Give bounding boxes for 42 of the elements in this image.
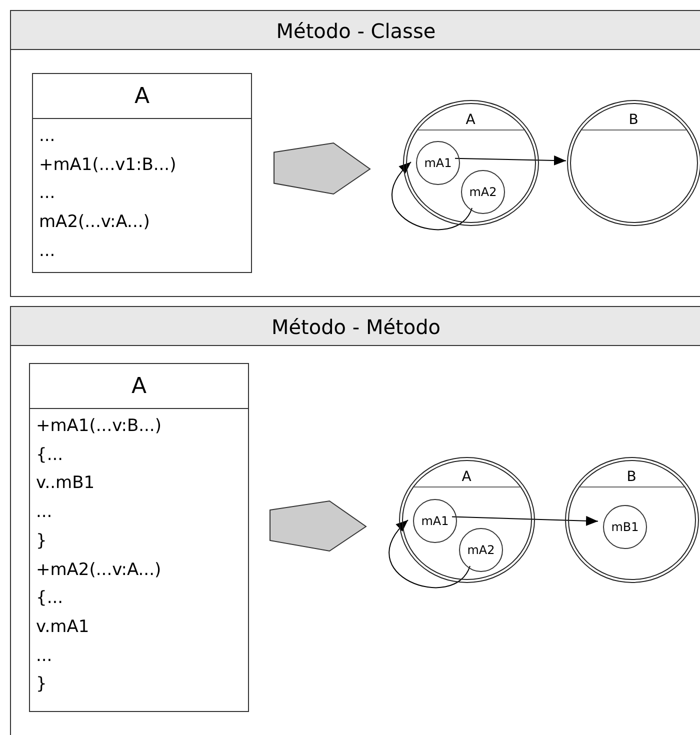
class-member: +mA2(...v:A...) [36, 558, 162, 582]
class-member: {... [36, 444, 64, 467]
class-member: v..mB1 [36, 472, 95, 496]
class-member: v.mA1 [36, 616, 90, 639]
object-name: A [464, 110, 476, 128]
class-name: A [30, 364, 248, 409]
arrow [454, 155, 566, 166]
class-member: } [36, 530, 47, 553]
panel-title: Método - Classe [275, 19, 437, 43]
pentagon-arrow [270, 501, 366, 551]
arrow [392, 162, 472, 230]
class-member: } [36, 673, 47, 696]
arrow [452, 516, 598, 526]
panel-title: Método - Método [270, 315, 442, 339]
class-member: +mA1(...v:B...) [36, 415, 162, 438]
double-circle [567, 100, 700, 226]
object-name: B [628, 110, 640, 128]
class-name: A [33, 74, 251, 119]
double-circle [399, 457, 535, 583]
object-name: B [626, 468, 638, 486]
class-member: ... [39, 240, 56, 263]
double-circle [565, 457, 699, 583]
method-circle: mA1 [413, 499, 457, 543]
class-box [32, 73, 252, 273]
class-member: ... [36, 501, 52, 524]
method-circle: mA1 [416, 141, 460, 185]
class-member: ... [39, 125, 56, 148]
class-member: ... [36, 644, 52, 668]
method-circle: mA2 [459, 528, 503, 572]
panel [10, 306, 700, 735]
class-member: +mA1(...v1:B...) [39, 154, 176, 177]
double-circle [403, 100, 539, 226]
class-member: ... [39, 182, 56, 206]
method-circle: mB1 [603, 505, 647, 549]
pentagon-arrow [274, 143, 370, 194]
panel [10, 10, 700, 297]
class-member: {... [36, 587, 64, 610]
class-member: mA2(...v:A...) [39, 211, 150, 234]
object-name: A [460, 468, 472, 486]
arrow [388, 520, 470, 588]
method-circle: mA2 [461, 170, 505, 214]
class-box [29, 363, 249, 712]
